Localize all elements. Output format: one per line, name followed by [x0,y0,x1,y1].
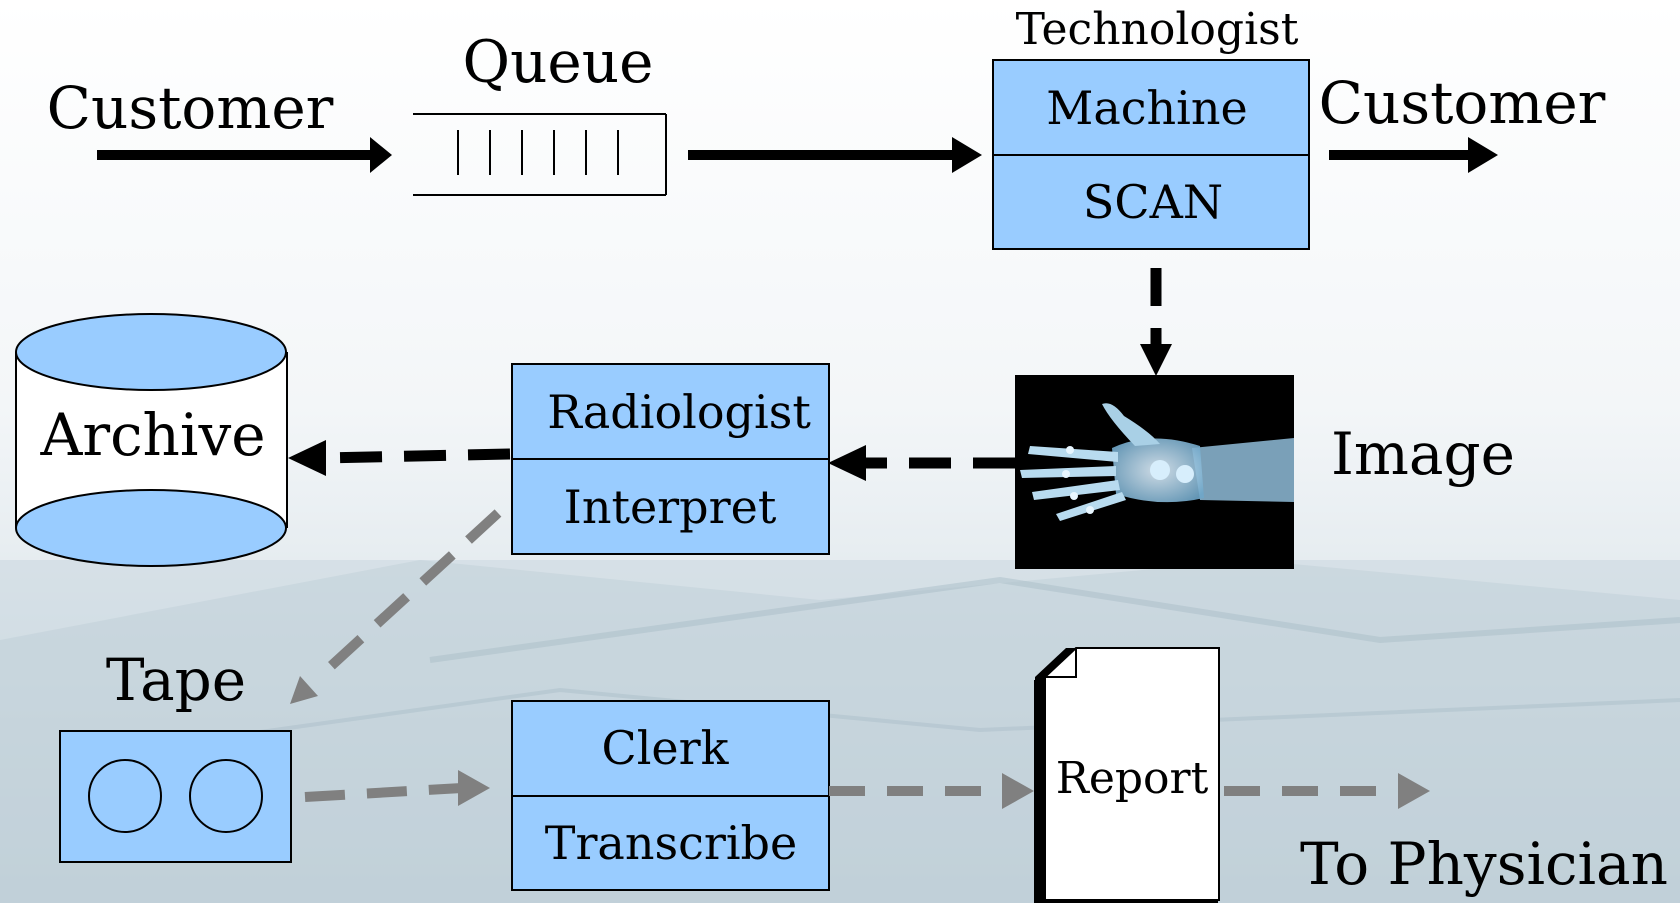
technologist-label: Technologist [1016,4,1299,55]
archive-label: Archive [39,401,265,469]
arrowhead [1398,773,1430,809]
queue-label: Queue [463,28,654,96]
arrowhead [1002,773,1034,809]
report-label: Report [1056,753,1209,804]
arrow-radiologist-to-archive [319,448,511,464]
arrowhead [370,137,392,173]
arrowhead [290,676,318,704]
xray-hand-image [1015,375,1294,569]
customer-in-label: Customer [47,74,334,142]
scan-label: SCAN [1083,175,1223,229]
clerk-label: Clerk [602,721,730,775]
queue-icon [413,113,667,196]
transcribe-label: Transcribe [545,816,797,870]
arrowhead [1140,344,1172,376]
arrowhead [288,440,326,476]
to-physician-label: To Physician [1300,830,1668,898]
arrow-tape-to-clerk [304,783,463,802]
machine-label: Machine [1046,81,1247,135]
interpret-label: Interpret [564,480,777,534]
arrow-interpret-to-tape [314,509,502,682]
clerk-box [511,700,830,891]
customer-out-label: Customer [1319,69,1606,137]
image-label: Image [1331,420,1515,488]
arrowhead [828,445,866,481]
radiologist-label: Radiologist [547,385,811,439]
arrowhead [1468,137,1498,173]
arrowhead [952,137,982,173]
archive-cylinder-icon [15,313,288,567]
radiologist-box [511,363,830,555]
arrowhead [458,770,490,806]
tape-reel-icon [59,730,292,863]
technologist-box [992,59,1310,250]
report-document-icon [1034,647,1220,903]
tape-label: Tape [106,646,246,714]
